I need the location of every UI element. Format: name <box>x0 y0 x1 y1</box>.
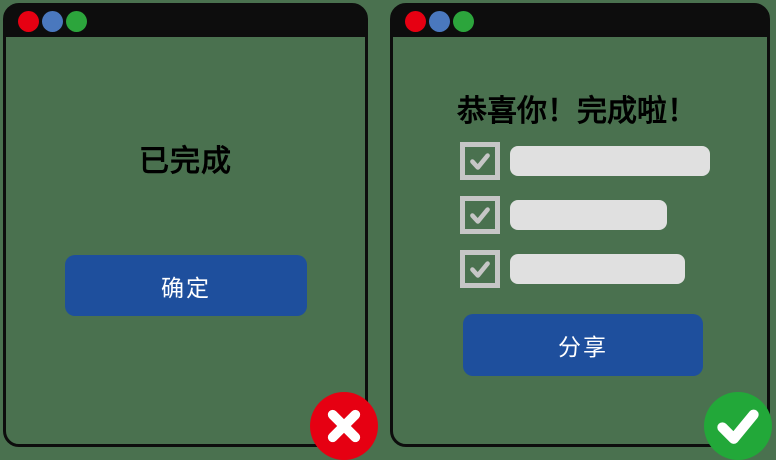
titlebar <box>393 6 767 37</box>
checkbox-checked-icon[interactable] <box>460 196 500 234</box>
titlebar <box>6 6 365 37</box>
checklist <box>460 142 710 288</box>
maximize-traffic-dot[interactable] <box>453 11 474 32</box>
window-done-dialog: 已完成 确定 <box>3 3 378 460</box>
window-congrats-dialog: 恭喜你！完成啦！ 分享 <box>390 3 772 460</box>
close-traffic-dot[interactable] <box>18 11 39 32</box>
error-badge <box>310 392 378 460</box>
checkbox-checked-icon[interactable] <box>460 142 500 180</box>
close-traffic-dot[interactable] <box>405 11 426 32</box>
success-badge <box>704 392 772 460</box>
placeholder-text-bar <box>510 200 667 230</box>
check-icon <box>704 392 772 460</box>
minimize-traffic-dot[interactable] <box>429 11 450 32</box>
checkbox-checked-icon[interactable] <box>460 250 500 288</box>
checklist-item <box>460 250 710 288</box>
maximize-traffic-dot[interactable] <box>66 11 87 32</box>
congrats-title: 恭喜你！完成啦！ <box>457 94 697 129</box>
placeholder-text-bar <box>510 146 710 176</box>
done-message: 已完成 <box>139 144 232 179</box>
confirm-button[interactable]: 确定 <box>65 255 307 316</box>
checklist-item <box>460 142 710 180</box>
minimize-traffic-dot[interactable] <box>42 11 63 32</box>
share-button[interactable]: 分享 <box>463 314 703 376</box>
placeholder-text-bar <box>510 254 685 284</box>
checklist-item <box>460 196 710 234</box>
x-icon <box>310 392 378 460</box>
